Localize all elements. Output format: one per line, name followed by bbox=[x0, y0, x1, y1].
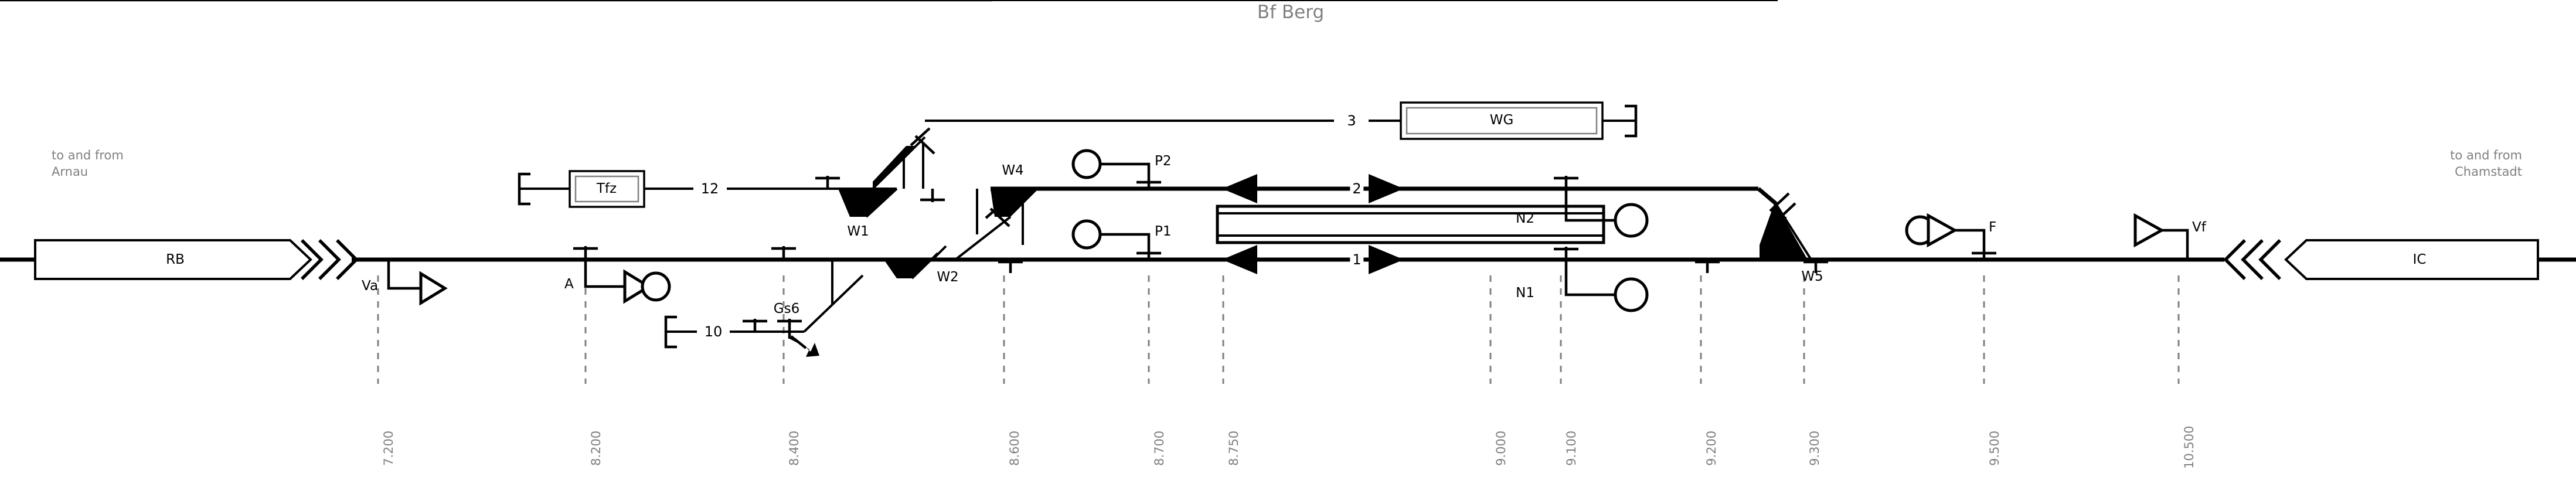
track-number-3: 3 bbox=[1345, 114, 1359, 128]
km-marker-8700: 8.700 bbox=[1152, 430, 1166, 466]
signal-f[interactable] bbox=[1905, 213, 1996, 260]
signal-n2-label: N2 bbox=[1516, 211, 1534, 226]
km-marker-9100: 9.100 bbox=[1564, 430, 1578, 466]
signal-n1[interactable] bbox=[1554, 247, 1649, 312]
track-10-stop-mark bbox=[743, 319, 767, 332]
derailer-gs6-label: Gs6 bbox=[773, 301, 800, 316]
w3-derailer-mark bbox=[910, 127, 935, 155]
track-number-10: 10 bbox=[702, 325, 725, 339]
w5-derailer-mark bbox=[1769, 192, 1796, 222]
signal-p1-label: P1 bbox=[1155, 224, 1172, 239]
km-marker-9000: 9.000 bbox=[1494, 430, 1508, 466]
right-endpoint-note: to and from Chamstadt bbox=[2450, 148, 2522, 179]
signal-f-label: F bbox=[1989, 220, 1997, 235]
km-marker-lines bbox=[377, 275, 2180, 384]
signal-va-label: Va bbox=[362, 278, 379, 294]
km-marker-9500: 9.500 bbox=[1988, 430, 2002, 466]
track-number-2: 2 bbox=[1350, 182, 1364, 196]
track-2-direction-arrows bbox=[1222, 174, 1465, 203]
switch-w2-label: W2 bbox=[937, 270, 959, 285]
signal-n2[interactable] bbox=[1554, 176, 1649, 238]
km-marker-10500: 10.500 bbox=[2182, 425, 2196, 469]
tfz-shed bbox=[569, 170, 645, 208]
switch-w5-label: W5 bbox=[1801, 269, 1823, 284]
track-12-stop-mark bbox=[815, 176, 840, 189]
signal-a[interactable] bbox=[573, 246, 671, 304]
switch-w1-label: W1 bbox=[847, 224, 869, 239]
w1-diagonal bbox=[865, 188, 898, 218]
signal-vf-label: Vf bbox=[2192, 220, 2206, 235]
signal-va[interactable] bbox=[387, 260, 448, 306]
km-marker-8750: 8.750 bbox=[1227, 430, 1241, 466]
signal-n1-label: N1 bbox=[1516, 285, 1534, 301]
track-10-buffer bbox=[664, 315, 697, 349]
switch-w5[interactable] bbox=[0, 0, 1812, 261]
wg-shed bbox=[1400, 101, 1604, 140]
track-12-stop-mark-2 bbox=[920, 189, 945, 202]
track-1-stop-mark-w5a bbox=[1695, 260, 1720, 273]
signal-p2[interactable] bbox=[1071, 149, 1161, 189]
track-1-stop-mark-w5b bbox=[1803, 260, 1828, 273]
w4-derailer-mark bbox=[0, 0, 1010, 227]
signal-a-label: A bbox=[564, 277, 574, 292]
track-1-stop-mark-a bbox=[998, 260, 1023, 273]
km-marker-8400: 8.400 bbox=[787, 430, 801, 466]
km-marker-9200: 9.200 bbox=[1704, 430, 1719, 466]
right-chevrons bbox=[2223, 239, 2281, 280]
left-train-box bbox=[34, 239, 312, 280]
switch-w4[interactable] bbox=[954, 186, 1583, 261]
right-train-box bbox=[2284, 239, 2539, 280]
w3-diagonal-up bbox=[872, 136, 926, 190]
page-title: Bf Berg bbox=[1257, 2, 1325, 23]
track-number-12: 12 bbox=[698, 182, 722, 196]
track-number-1: 1 bbox=[1350, 253, 1364, 267]
switch-w2[interactable] bbox=[884, 245, 955, 280]
switch-w3-label: W3 bbox=[847, 197, 869, 213]
right-train-label: IC bbox=[2412, 252, 2427, 267]
switch-w4-label: W4 bbox=[1002, 163, 1024, 178]
track-3-buffer bbox=[1602, 104, 1638, 138]
wg-shed-label: WG bbox=[1489, 113, 1514, 128]
left-endpoint-note: to and from Arnau bbox=[52, 148, 124, 179]
tfz-shed-label: Tfz bbox=[596, 181, 617, 196]
platform bbox=[1216, 205, 1605, 244]
km-marker-9300: 9.300 bbox=[1808, 430, 1822, 466]
track-marks-left bbox=[771, 246, 796, 260]
signal-vf[interactable] bbox=[2133, 213, 2189, 260]
km-marker-7200: 7.200 bbox=[382, 430, 396, 466]
derailer-gs6[interactable] bbox=[777, 319, 819, 357]
km-marker-8200: 8.200 bbox=[589, 430, 603, 466]
signal-p1[interactable] bbox=[1071, 219, 1161, 260]
left-train-label: RB bbox=[166, 252, 185, 267]
km-marker-8600: 8.600 bbox=[1008, 430, 1022, 466]
track-1-direction-arrows bbox=[1222, 245, 1465, 274]
signal-p2-label: P2 bbox=[1155, 154, 1172, 169]
track-12-buffer bbox=[518, 172, 570, 206]
